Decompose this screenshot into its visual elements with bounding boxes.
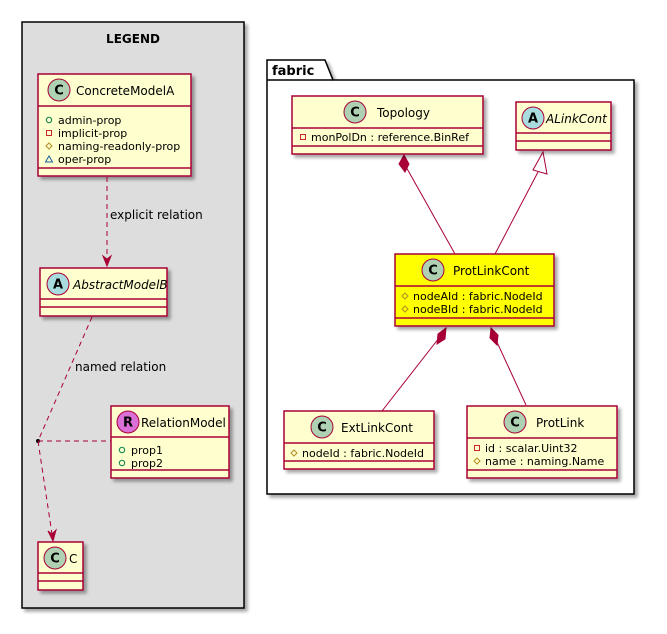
svg-text:C: C bbox=[50, 552, 60, 567]
visibility-public-icon bbox=[45, 116, 53, 124]
class-name: AbstractModelB bbox=[72, 278, 168, 292]
prop-node-id: nodeId : fabric.NodeId bbox=[302, 447, 424, 460]
visibility-protected-icon bbox=[401, 292, 409, 300]
class-protlink[interactable]: C ProtLink id : scalar.Uint32 name : nam… bbox=[466, 405, 618, 479]
composition-protlinkcont-protlink bbox=[489, 326, 527, 406]
class-name: ExtLinkCont bbox=[341, 421, 413, 435]
stereotype-a-icon: A bbox=[521, 106, 545, 130]
class-relation-model[interactable]: R RelationModel prop1 prop2 bbox=[110, 405, 230, 479]
visibility-private-icon bbox=[46, 130, 52, 136]
class-name: C bbox=[69, 552, 77, 566]
prop-id: id : scalar.Uint32 bbox=[485, 442, 577, 455]
prop-2: prop2 bbox=[131, 457, 163, 470]
package-name: fabric bbox=[272, 64, 314, 79]
stereotype-c-icon: C bbox=[47, 78, 71, 102]
composition-topology-protlinkcont bbox=[398, 153, 456, 255]
class-concrete-model-a[interactable]: C ConcreteModelA admin-prop implicit-pro… bbox=[37, 73, 192, 177]
class-topology[interactable]: C Topology monPolDn : reference.BinRef bbox=[291, 95, 484, 155]
visibility-public-icon bbox=[118, 446, 126, 454]
class-c[interactable]: C C bbox=[37, 541, 84, 591]
class-name: ProtLink bbox=[536, 416, 584, 430]
class-abstract-model-b[interactable]: A AbstractModelB bbox=[39, 267, 168, 317]
class-name: ProtLinkCont bbox=[453, 264, 530, 278]
inheritance-protlinkcont-alinkcont bbox=[494, 150, 548, 255]
visibility-private-icon bbox=[474, 445, 480, 451]
svg-text:C: C bbox=[428, 264, 438, 279]
visibility-public-icon bbox=[118, 459, 126, 467]
class-name: RelationModel bbox=[141, 416, 226, 430]
class-name: ConcreteModelA bbox=[76, 84, 175, 98]
class-name: ALinkCont bbox=[545, 112, 608, 126]
prop-node-b-id: nodeBId : fabric.NodeId bbox=[413, 303, 543, 316]
prop-implicit: implicit-prop bbox=[58, 127, 127, 140]
class-alinkcont[interactable]: A ALinkCont bbox=[515, 101, 612, 151]
svg-text:C: C bbox=[54, 84, 64, 99]
svg-text:C: C bbox=[317, 421, 327, 436]
class-protlinkcont[interactable]: C ProtLinkCont nodeAId : fabric.NodeId n… bbox=[394, 253, 555, 327]
prop-node-a-id: nodeAId : fabric.NodeId bbox=[413, 290, 543, 303]
stereotype-a-icon: A bbox=[46, 272, 70, 296]
named-relation-connector: named relation bbox=[36, 316, 166, 543]
visibility-protected-icon bbox=[290, 449, 298, 457]
stereotype-c-icon: C bbox=[43, 546, 67, 570]
stereotype-r-icon: R bbox=[116, 410, 140, 434]
prop-naming-readonly: naming-readonly-prop bbox=[58, 140, 180, 153]
svg-text:A: A bbox=[528, 112, 538, 127]
prop-admin: admin-prop bbox=[58, 114, 121, 127]
prop-oper: oper-prop bbox=[58, 153, 111, 166]
svg-text:C: C bbox=[510, 416, 520, 431]
named-relation-label: named relation bbox=[75, 360, 166, 374]
explicit-relation-arrow: explicit relation bbox=[101, 177, 203, 268]
legend-title: LEGEND bbox=[106, 32, 160, 46]
stereotype-c-icon: C bbox=[503, 410, 527, 434]
visibility-protected-icon bbox=[473, 457, 481, 465]
prop-mon-pol-dn: monPolDn : reference.BinRef bbox=[311, 131, 470, 144]
visibility-package-icon bbox=[44, 155, 54, 163]
visibility-protected-icon bbox=[401, 305, 409, 313]
stereotype-c-icon: C bbox=[310, 415, 334, 439]
composition-protlinkcont-extlinkcont bbox=[381, 326, 447, 412]
svg-text:C: C bbox=[350, 106, 360, 121]
prop-name: name : naming.Name bbox=[485, 455, 605, 468]
stereotype-c-icon: C bbox=[343, 100, 367, 124]
prop-1: prop1 bbox=[131, 444, 163, 457]
svg-text:R: R bbox=[123, 416, 133, 431]
stereotype-c-icon: C bbox=[421, 258, 445, 282]
class-name: Topology bbox=[376, 106, 430, 120]
visibility-private-icon bbox=[300, 134, 306, 140]
class-extlinkcont[interactable]: C ExtLinkCont nodeId : fabric.NodeId bbox=[283, 410, 435, 470]
visibility-protected-icon bbox=[45, 142, 53, 150]
svg-text:A: A bbox=[53, 278, 63, 293]
explicit-relation-label: explicit relation bbox=[110, 208, 203, 222]
